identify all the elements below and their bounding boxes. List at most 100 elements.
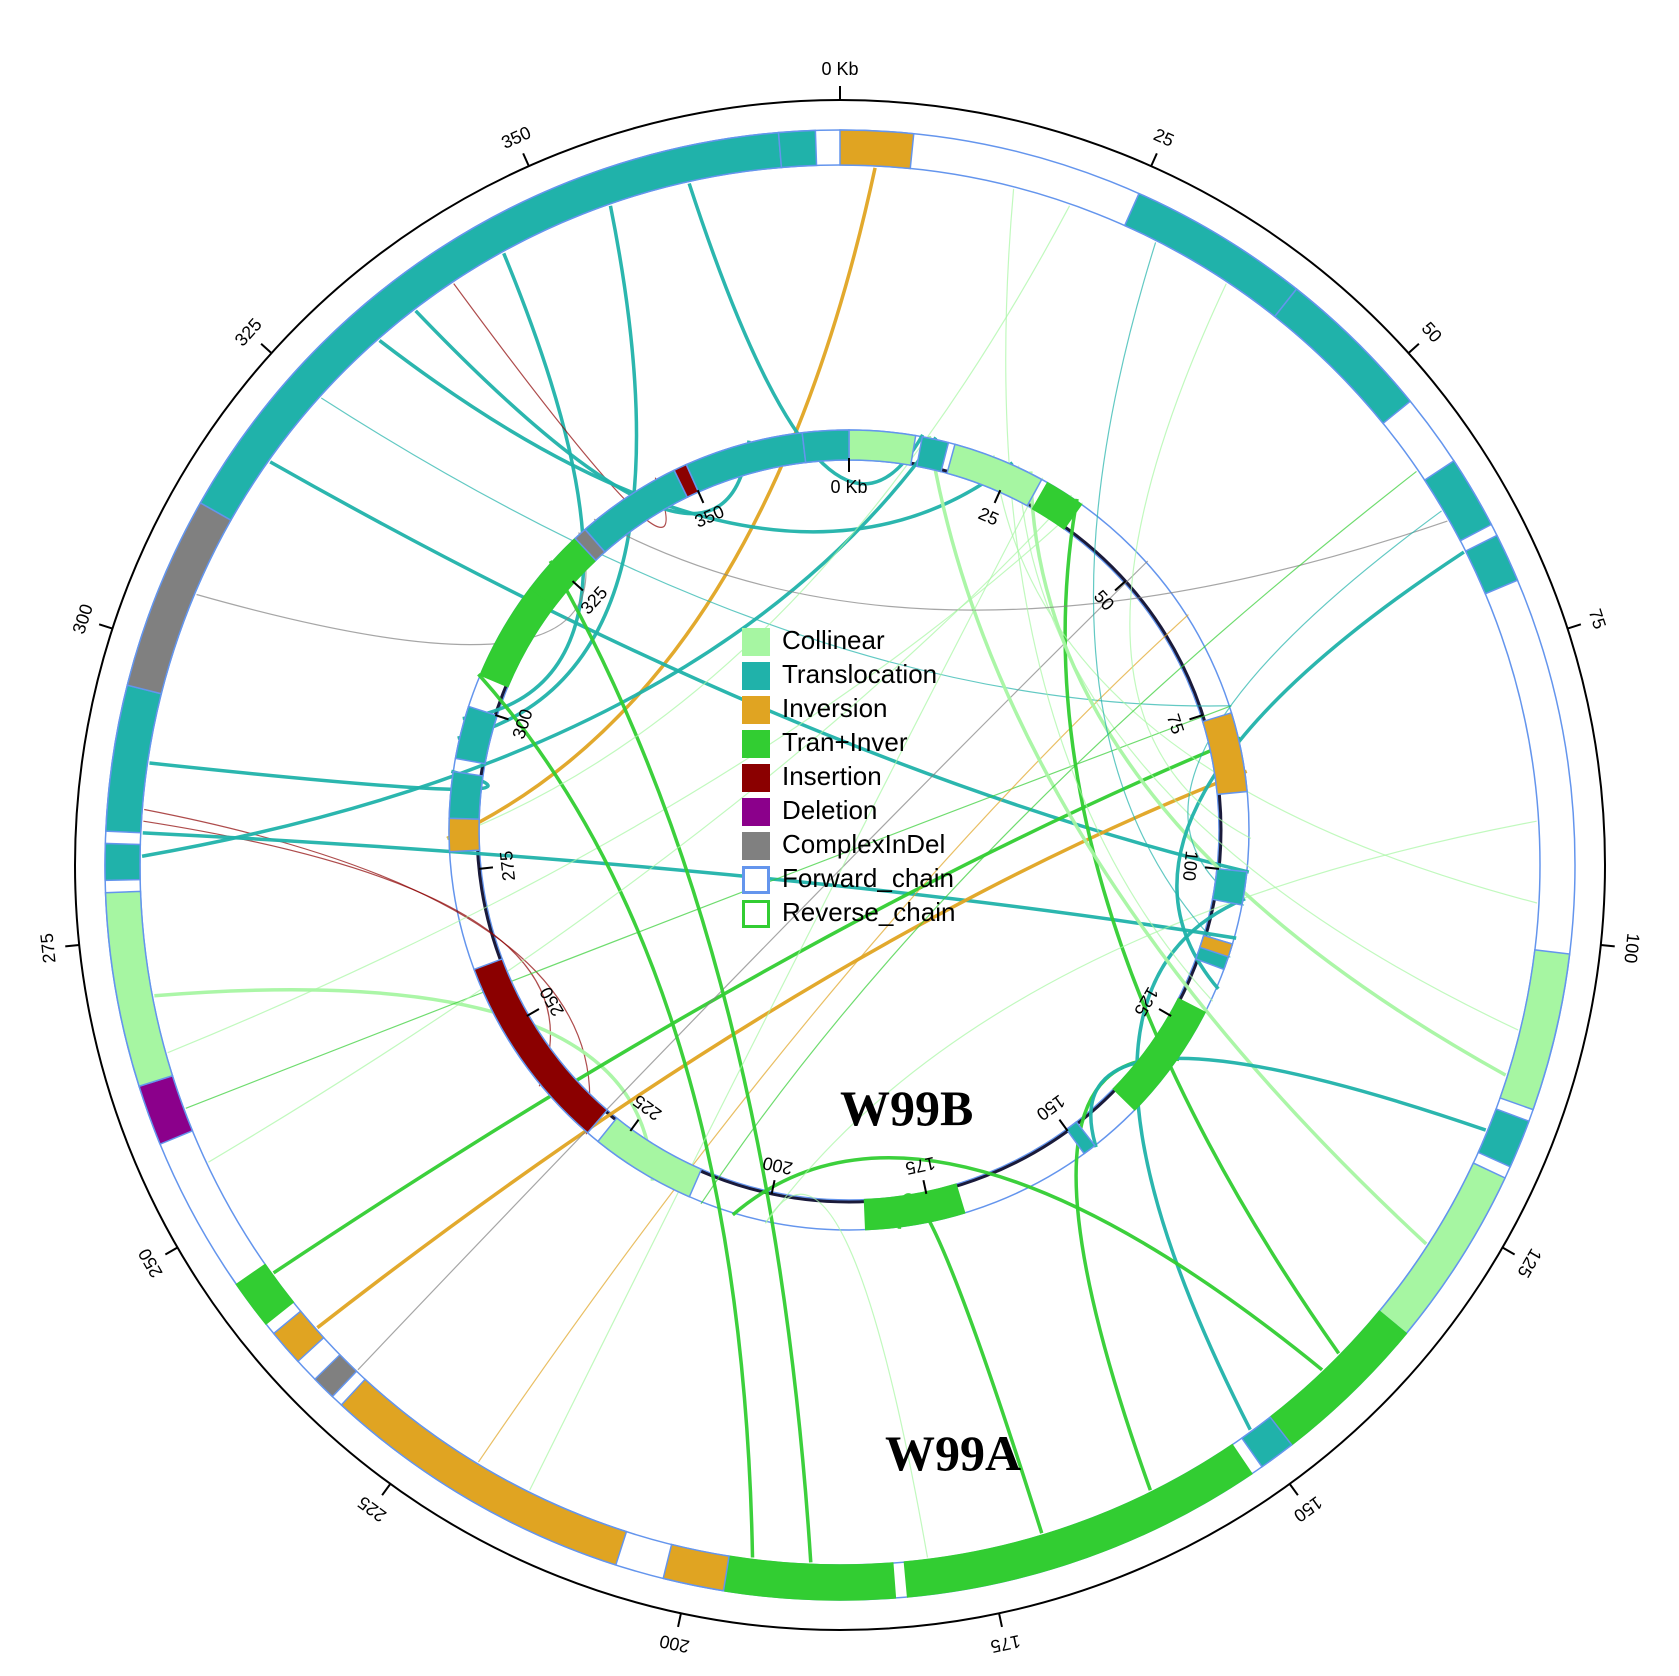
- legend-label: Insertion: [782, 761, 882, 791]
- outer-block-tran-inver: [235, 1263, 295, 1326]
- link-collinear: [993, 454, 1538, 904]
- link-translocation: [142, 831, 1237, 940]
- outer-block-collinear: [1499, 948, 1571, 1111]
- inner-genome-label: W99B: [840, 1080, 973, 1136]
- legend-label: Forward_chain: [782, 863, 954, 893]
- link-inversion: [316, 769, 1248, 1330]
- outer-tick-mark: [677, 1613, 682, 1628]
- inner-block-translocation: [915, 435, 950, 473]
- inner-tick-label: 75: [1163, 711, 1188, 736]
- link-insertion: [143, 820, 551, 1087]
- legend-item: Collinear: [742, 625, 885, 656]
- link-collinear: [1018, 465, 1519, 1031]
- link-collinear: [927, 435, 1428, 1246]
- link-translocation: [1135, 897, 1252, 1431]
- inner-tick-label: 200: [761, 1153, 795, 1179]
- link-translocation: [462, 252, 586, 721]
- link-collinear: [529, 477, 1044, 1491]
- legend-label: Tran+Inver: [782, 727, 908, 757]
- inner-tick-mark: [478, 866, 494, 870]
- outer-block-inversion: [839, 129, 915, 170]
- outer-block-translocation: [777, 129, 818, 169]
- outer-block-translocation: [1423, 459, 1493, 542]
- inner-tick-label: 100: [1179, 850, 1202, 882]
- inner-block-inversion: [448, 817, 481, 853]
- legend-swatch: [742, 662, 770, 690]
- inner-tick-mark: [922, 1179, 928, 1195]
- outer-genome-label: W99A: [885, 1425, 1021, 1481]
- link-translocation: [269, 460, 1250, 874]
- outer-tick-label: 75: [1585, 606, 1610, 631]
- outer-tick-label: 0 Kb: [821, 59, 858, 79]
- link-collinear: [1005, 188, 1214, 1002]
- outer-block-collinear: [1378, 1162, 1507, 1335]
- legend-swatch: [742, 866, 770, 894]
- link-translocation: [457, 205, 639, 740]
- outer-tick-mark: [164, 1246, 178, 1256]
- outer-block-translocation: [104, 842, 142, 882]
- link-collinear: [167, 502, 1083, 1054]
- outer-tick-mark: [1150, 152, 1158, 167]
- legend-label: Deletion: [782, 795, 877, 825]
- outer-block-inversion: [662, 1543, 730, 1592]
- inner-tick-label: 0 Kb: [830, 477, 867, 497]
- outer-block-tran-inver: [1269, 1310, 1408, 1446]
- link-tran-inver: [477, 673, 755, 1558]
- outer-block-deletion: [138, 1074, 194, 1146]
- inner-tick-label: 275: [496, 850, 519, 882]
- outer-block-translocation: [1477, 1108, 1530, 1168]
- inner-tick-label: 300: [508, 707, 536, 742]
- link-tran-inver: [272, 736, 1242, 1275]
- link-tran-inver: [1063, 498, 1341, 1355]
- link-collinear: [446, 205, 1071, 839]
- legend-item: Reverse_chain: [742, 897, 955, 928]
- outer-block-translocation: [1273, 287, 1412, 425]
- legend-item: Tran+Inver: [742, 727, 908, 758]
- outer-tick-mark: [998, 1613, 1003, 1628]
- outer-tick-label: 125: [1513, 1245, 1545, 1281]
- inner-tick-mark: [770, 1179, 776, 1195]
- inner-tick-mark: [526, 1008, 540, 1017]
- outer-tick-mark: [1567, 623, 1582, 630]
- inner-block-translocation: [1211, 867, 1248, 906]
- outer-block-complexindel: [313, 1353, 358, 1398]
- inner-block-translocation: [448, 770, 484, 820]
- outer-tick-label: 225: [354, 1492, 390, 1526]
- inner-block-translocation: [685, 431, 807, 493]
- inner-tick-mark: [494, 714, 509, 721]
- link-collinear: [208, 494, 1072, 1163]
- inner-tick-label: 150: [1033, 1091, 1069, 1125]
- inner-block-translocation: [801, 429, 850, 464]
- link-collinear: [764, 1193, 929, 1558]
- link-complexindel: [357, 560, 1149, 1371]
- outer-tick-mark: [1502, 1246, 1516, 1256]
- outer-block-complexindel: [126, 501, 232, 695]
- outer-tick-mark: [381, 1483, 392, 1496]
- inner-block-collinear: [946, 443, 1043, 507]
- outer-block-collinear: [104, 890, 174, 1088]
- outer-tick-label: 250: [134, 1245, 166, 1281]
- inner-tick-mark: [1158, 1008, 1172, 1017]
- outer-block-tran-inver: [903, 1443, 1253, 1598]
- link-inversion: [446, 167, 877, 841]
- inner-tick-mark: [1189, 714, 1204, 721]
- outer-tick-mark: [1288, 1483, 1299, 1496]
- link-tran-inver: [731, 1156, 1324, 1372]
- outer-tick-label: 275: [37, 932, 60, 964]
- inner-block-tran-inver: [863, 1183, 966, 1231]
- outer-tick-label: 200: [658, 1631, 692, 1657]
- outer-genome-blocks: [104, 129, 1571, 1601]
- inner-tick-mark: [1114, 580, 1127, 592]
- inner-block-inversion: [1201, 711, 1248, 796]
- link-translocation: [1187, 510, 1442, 906]
- inner-block-tran-inver: [1031, 481, 1083, 530]
- inner-tick-mark: [1204, 866, 1220, 870]
- inner-block-insertion: [473, 958, 609, 1134]
- link-complexindel: [593, 518, 1448, 611]
- link-collinear: [764, 820, 1537, 1224]
- inner-block-translocation: [454, 705, 499, 765]
- outer-tick-label: 150: [1290, 1492, 1326, 1526]
- link-tran-inver: [897, 1193, 1044, 1534]
- inner-block-tran-inver: [479, 587, 556, 688]
- legend-item: Translocation: [742, 659, 937, 690]
